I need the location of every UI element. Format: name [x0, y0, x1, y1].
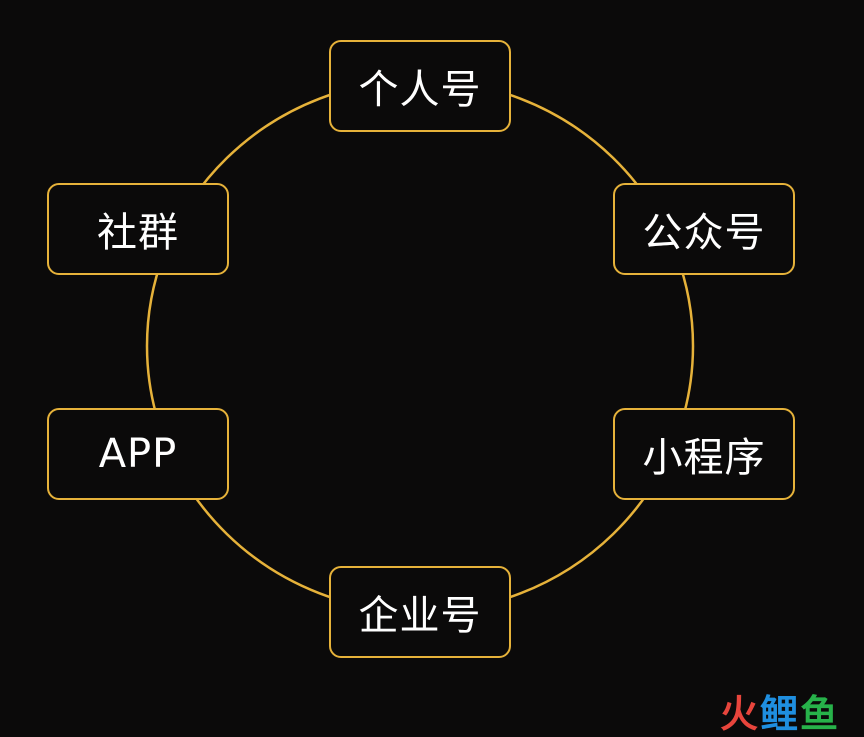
cycle-ring — [145, 78, 695, 614]
watermark-char: 鱼 — [799, 692, 838, 736]
node-label: 社群 — [97, 210, 179, 256]
node-label: 公众号 — [642, 210, 766, 256]
node-label: 企业号 — [358, 593, 482, 639]
node-community: 社群 — [47, 183, 229, 275]
node-app: APP — [47, 408, 229, 500]
node-enterprise-account: 企业号 — [329, 566, 511, 658]
node-official-account: 公众号 — [613, 183, 795, 275]
watermark-logo: 火 鲤 鱼 — [720, 695, 838, 733]
node-personal-account: 个人号 — [329, 40, 511, 132]
node-label: 个人号 — [358, 67, 482, 113]
node-label: 小程序 — [642, 435, 766, 481]
node-label: APP — [98, 431, 178, 477]
watermark-char: 火 — [719, 692, 758, 736]
node-mini-program: 小程序 — [613, 408, 795, 500]
watermark-char: 鲤 — [759, 692, 798, 736]
